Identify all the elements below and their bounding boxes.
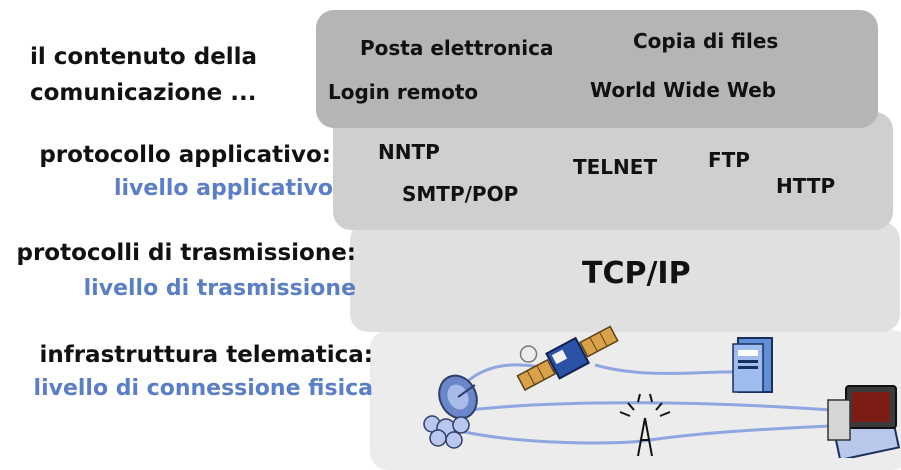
physical-label: infrastruttura telematica: <box>39 342 373 368</box>
protocol-ftp: FTP <box>708 148 750 172</box>
server-icon <box>732 337 773 393</box>
network-illustration <box>423 325 901 458</box>
link-dish-computer-upper <box>469 401 861 414</box>
content-item-www: World Wide Web <box>590 78 777 102</box>
application-level-label: livello applicativo <box>113 176 333 201</box>
link-satellite-server <box>594 363 756 375</box>
content-item-email: Posta elettronica <box>360 36 554 60</box>
content-label-line2: comunicazione ... <box>30 80 257 106</box>
content-layer-box <box>316 10 878 128</box>
physical-level-label: livello di connessione fisica <box>33 376 373 401</box>
transmission-label: protocolli di trasmissione: <box>16 240 357 266</box>
protocol-nntp: NNTP <box>378 140 440 164</box>
protocol-tcp-ip: TCP/IP <box>582 256 691 291</box>
transmission-layer-box <box>350 222 900 332</box>
antenna-tower-icon <box>619 393 671 457</box>
satellite-dish-icon <box>423 374 478 449</box>
protocol-smtp-pop: SMTP/POP <box>402 182 519 206</box>
content-item-file-copy: Copia di files <box>633 29 779 53</box>
content-item-remote-login: Login remoto <box>328 80 479 104</box>
application-label: protocollo applicativo: <box>39 142 331 168</box>
content-label-line1: il contenuto della <box>30 44 258 70</box>
transmission-level-label: livello di trasmissione <box>83 276 356 301</box>
protocol-telnet: TELNET <box>573 155 658 179</box>
application-layer-box <box>333 112 893 230</box>
computer-icon <box>827 385 901 458</box>
protocol-http: HTTP <box>776 174 836 198</box>
satellite-icon <box>516 325 619 391</box>
